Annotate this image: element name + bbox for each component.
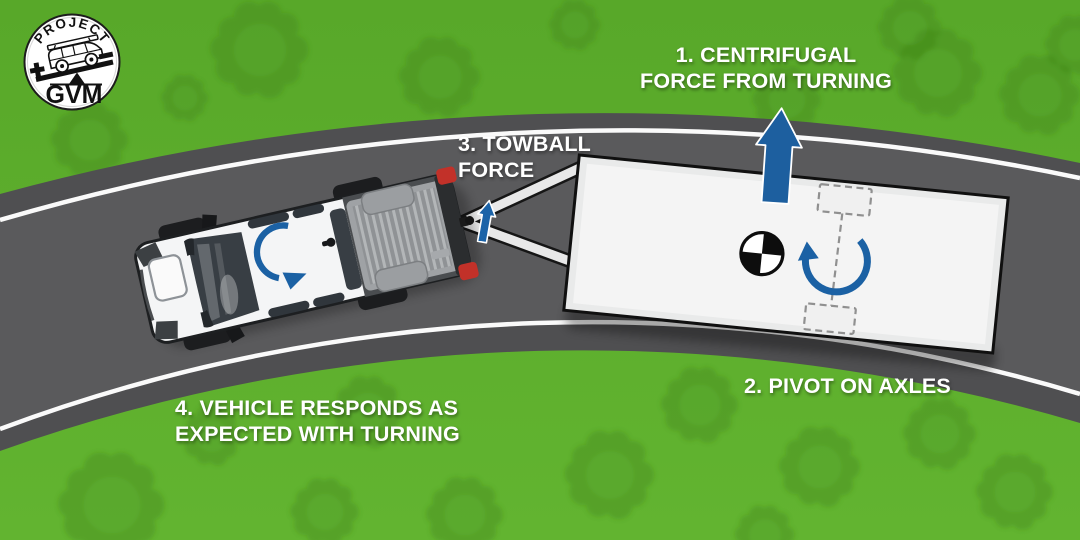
svg-text:GVM: GVM bbox=[46, 81, 103, 109]
